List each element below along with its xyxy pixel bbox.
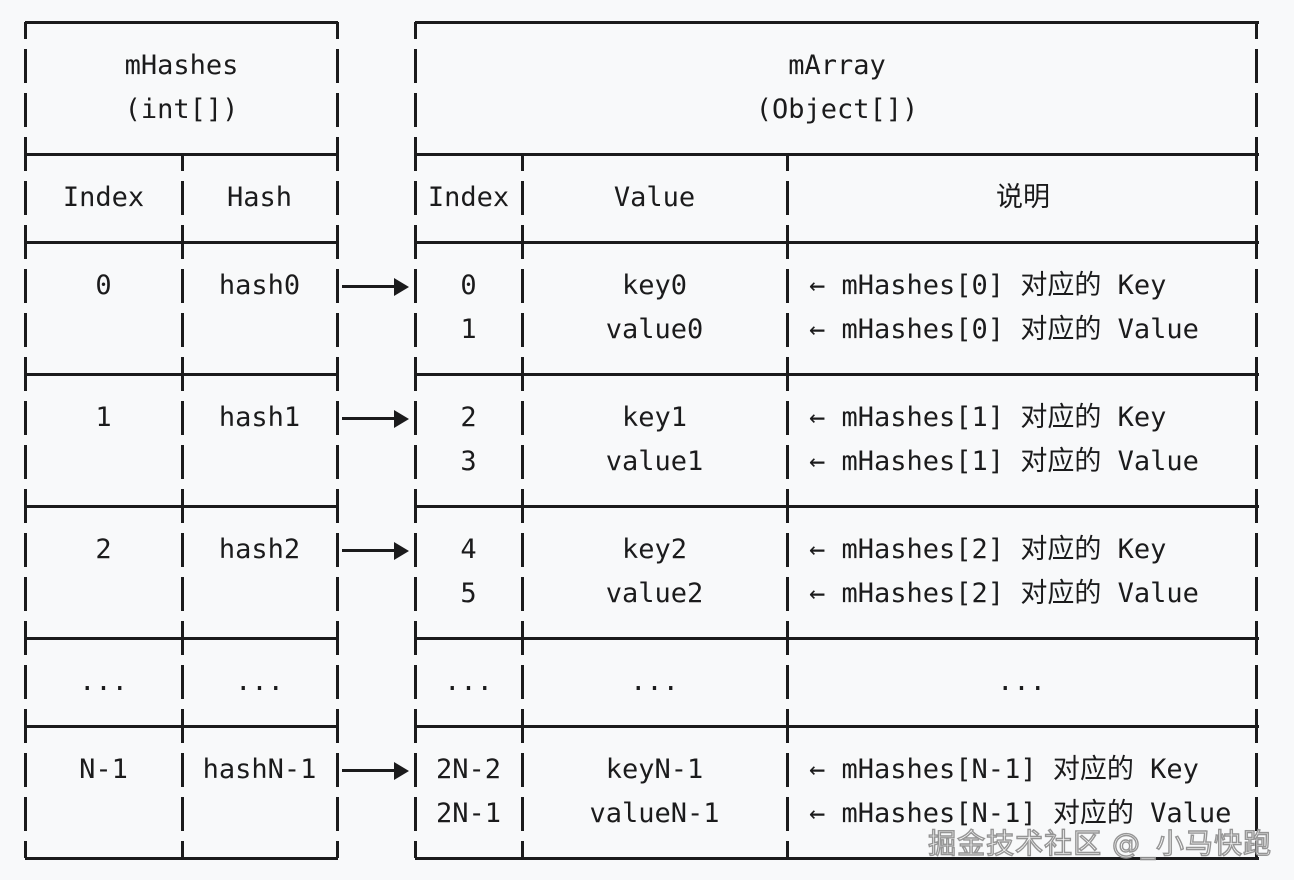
marray-cell-value: key0: [621, 270, 688, 301]
column-header-note: 说明: [996, 182, 1050, 213]
grid-line-h: [415, 505, 1259, 508]
marray-cell-note: ← mHashes[N-1] 对应的 Value: [809, 798, 1232, 829]
marray-cell-note: ...: [997, 666, 1046, 697]
grid-line-h: [25, 21, 338, 24]
marray-cell-index: 2N-2: [435, 754, 502, 785]
mhashes-cell-hash: hash1: [218, 402, 301, 433]
mhashes-title: mHashes: [124, 50, 239, 81]
grid-line-h: [25, 857, 338, 860]
marray-cell-note: ← mHashes[2] 对应的 Key: [809, 534, 1167, 565]
mhashes-cell-hash: hash2: [218, 534, 301, 565]
marray-cell-index: 2: [460, 402, 477, 433]
mhashes-type: (int[]): [124, 94, 239, 125]
marray-cell-value: ...: [630, 666, 679, 697]
grid-line-h: [415, 373, 1259, 376]
grid-line-v: [786, 154, 789, 858]
grid-line-h: [415, 153, 1259, 156]
mhashes-cell-index: ...: [79, 666, 128, 697]
marray-cell-index: ...: [444, 666, 493, 697]
mhashes-cell-index: 0: [95, 270, 112, 301]
column-header-index: Index: [62, 182, 145, 213]
mapping-arrow-row0: [342, 277, 409, 296]
column-header-value: Value: [613, 182, 696, 213]
marray-cell-index: 2N-1: [435, 798, 502, 829]
marray-cell-note: ← mHashes[1] 对应的 Key: [809, 402, 1167, 433]
grid-line-h: [415, 725, 1259, 728]
marray-cell-note: ← mHashes[0] 对应的 Key: [809, 270, 1167, 301]
marray-cell-value: value1: [605, 446, 704, 477]
grid-line-v: [24, 22, 27, 858]
marray-cell-value: value2: [605, 578, 704, 609]
mhashes-table: mHashes (int[]) Index Hash 0 hash0 1 has…: [24, 21, 339, 860]
marray-cell-note: ← mHashes[0] 对应的 Value: [809, 314, 1199, 345]
mapping-arrow-row1: [342, 409, 409, 428]
marray-cell-index: 3: [460, 446, 477, 477]
marray-cell-index: 1: [460, 314, 477, 345]
mapping-arrow-rowN: [342, 761, 409, 780]
marray-cell-index: 4: [460, 534, 477, 565]
watermark: 掘金技术社区 @_小马快跑: [927, 826, 1272, 860]
marray-cell-value: key2: [621, 534, 688, 565]
grid-line-v: [1255, 22, 1258, 858]
marray-cell-index: 5: [460, 578, 477, 609]
grid-line-v: [336, 22, 339, 858]
column-header-hash: Hash: [226, 182, 293, 213]
marray-cell-index: 0: [460, 270, 477, 301]
marray-cell-note: ← mHashes[2] 对应的 Value: [809, 578, 1199, 609]
marray-cell-value: valueN-1: [589, 798, 720, 829]
column-header-index: Index: [427, 182, 510, 213]
marray-cell-value: key1: [621, 402, 688, 433]
grid-line-v: [521, 154, 524, 858]
mhashes-cell-index: N-1: [79, 754, 128, 785]
marray-cell-note: ← mHashes[1] 对应的 Value: [809, 446, 1199, 477]
mhashes-cell-index: 1: [95, 402, 112, 433]
grid-line-v: [181, 154, 184, 858]
mhashes-cell-hash: ...: [235, 666, 284, 697]
mhashes-cell-index: 2: [95, 534, 112, 565]
mhashes-cell-hash: hashN-1: [202, 754, 317, 785]
grid-line-h: [415, 21, 1259, 24]
marray-cell-note: ← mHashes[N-1] 对应的 Key: [809, 754, 1199, 785]
marray-cell-value: value0: [605, 314, 704, 345]
marray-type: (Object[]): [755, 94, 919, 125]
grid-line-v: [414, 22, 417, 858]
mapping-arrow-row2: [342, 541, 409, 560]
marray-title: mArray: [788, 50, 886, 81]
mhashes-cell-hash: hash0: [218, 270, 301, 301]
grid-line-h: [415, 241, 1259, 244]
marray-cell-value: keyN-1: [605, 754, 704, 785]
grid-line-h: [415, 857, 1259, 860]
grid-line-h: [415, 637, 1259, 640]
marray-table: mArray (Object[]) Index Value 说明 0 key0 …: [414, 21, 1259, 860]
